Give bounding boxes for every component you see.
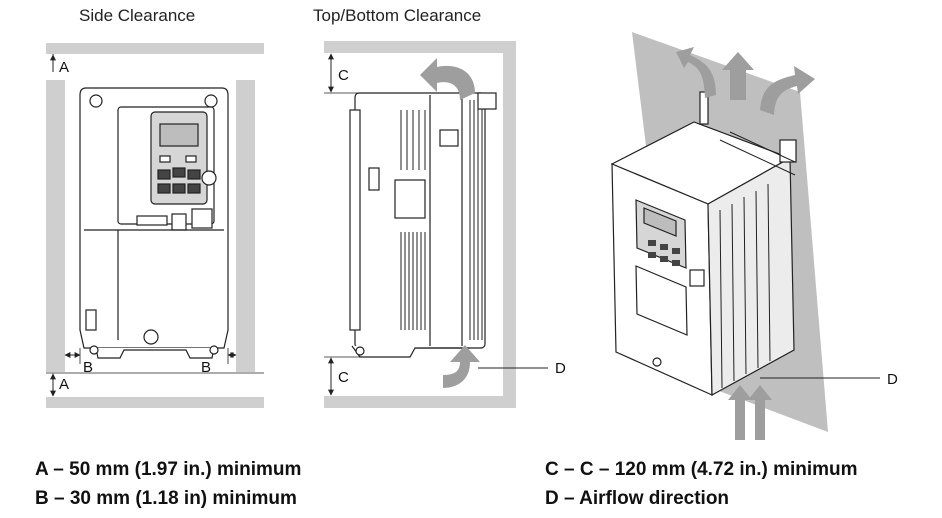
side-clearance-figure: A A B B [46,43,264,408]
airflow-3d-figure: D [610,32,898,440]
top-bottom-clearance-title: Top/Bottom Clearance [313,6,482,25]
drive-front-view [79,87,229,359]
heatsink-fins [400,100,483,340]
iso-heatsink-fins [719,131,796,389]
label-d-middle: D [555,360,566,377]
airflow-bottom-arrow [443,345,480,388]
left-wall [46,80,65,372]
top-wall [46,43,264,54]
drive-side-view [349,92,486,358]
iso-keypad [648,240,680,266]
airflow-top-arrow [420,58,475,100]
label-b-right: B [201,359,211,376]
label-a-bottom: A [59,376,69,393]
bottom-wall [46,397,264,408]
right-wall [236,80,255,372]
drive-iso-view [610,91,797,397]
label-c-top: C [338,67,349,84]
legend-b: B – 30 mm (1.18 in) minimum [35,488,297,509]
side-clearance-title: Side Clearance [79,6,196,25]
label-a-top: A [59,59,69,76]
label-c-bottom: C [338,369,349,386]
label-d-right: D [887,371,898,388]
legend-a: A – 50 mm (1.97 in.) minimum [35,459,302,480]
label-b-left: B [83,359,93,376]
legend-c: C – C – 120 mm (4.72 in.) minimum [545,459,858,480]
top-bottom-clearance-figure: C C D [324,41,566,408]
legend-d: D – Airflow direction [545,488,730,509]
